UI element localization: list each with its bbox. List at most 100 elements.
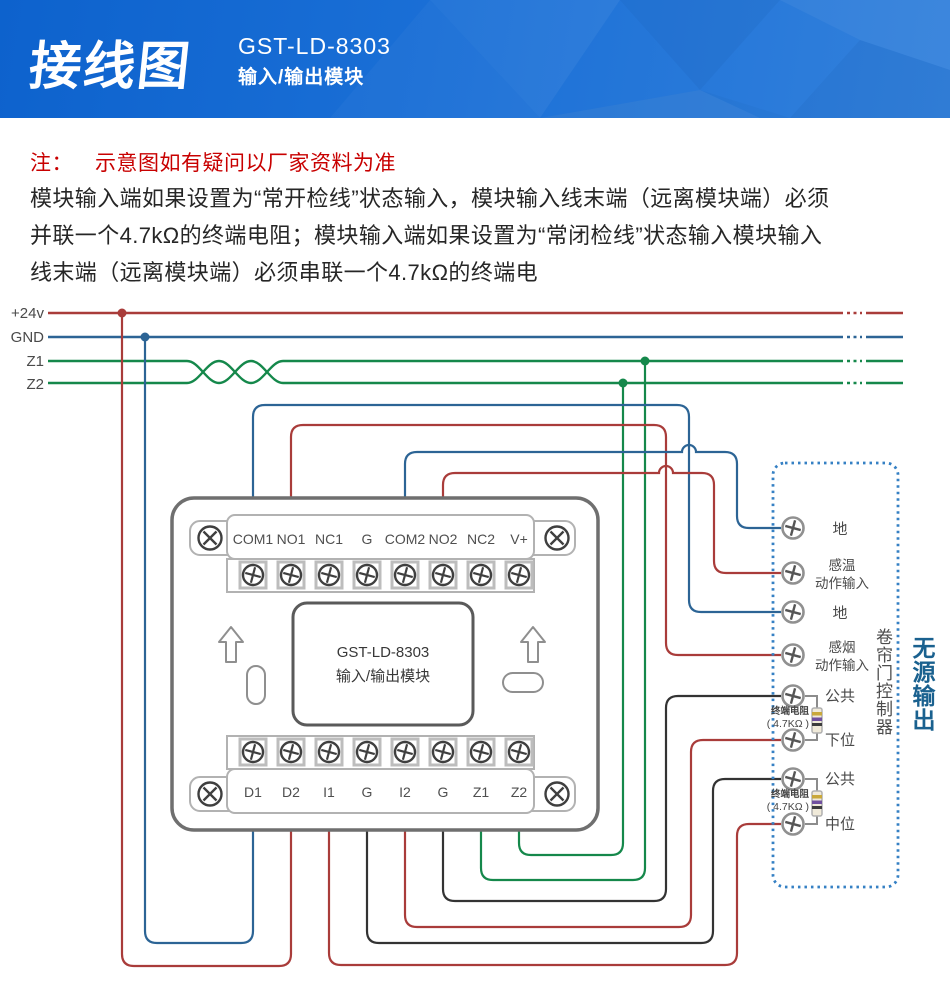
- bottom-label-box: [226, 768, 535, 814]
- bus-label-z1: Z1: [26, 353, 44, 370]
- ctl-label-temp: 感温: [829, 557, 856, 573]
- slot-right: [502, 672, 544, 693]
- resistor1-label: 终端电阻: [770, 705, 810, 717]
- note-body-line-2: 并联一个4.7kΩ的终端电阻；模块输入端如果设置为“常闭检线”状态输入模块输入: [30, 223, 823, 248]
- roller-door-controller: 地 感温 动作输入 地 感烟 动作输入 公共 下位 公共 中位 终端电阻 ( 4…: [767, 461, 900, 889]
- ctl-label-lower: 下位: [825, 732, 855, 749]
- io-module: COM1 NO1 NC1 G COM2 NO2 NC2 V+ GST-LD-83…: [170, 496, 600, 832]
- bus-label-z2: Z2: [26, 376, 44, 393]
- terminal-label-nc1: NC1: [315, 531, 343, 547]
- up-arrow-left-icon: [218, 626, 244, 663]
- terminal-label-z2: Z2: [511, 784, 528, 800]
- screw-nc2: [466, 560, 496, 590]
- wire-z1-bus-to-z1: [479, 361, 647, 882]
- model-subtitle: 输入/输出模块: [238, 67, 365, 88]
- ctl-label-common2: 公共: [825, 771, 855, 788]
- wire-gnd-to-d1: [143, 337, 255, 945]
- header-facet-pattern: [430, 0, 950, 118]
- wire-i2-to-lower-position: [403, 738, 781, 929]
- ctl-label-ground1: 地: [832, 521, 847, 538]
- resistor1-value: ( 4.7KΩ ): [767, 718, 809, 730]
- slot-left: [246, 665, 266, 705]
- ctl-screw-lower: [781, 728, 805, 752]
- controller-name-vertical: 卷帘门控制器: [873, 628, 892, 736]
- controller-dashed-box: [771, 461, 900, 889]
- terminal-label-d2: D2: [282, 784, 300, 800]
- bus-label-gnd: GND: [11, 329, 45, 346]
- module-name-line2: 输入/输出模块: [336, 668, 430, 685]
- terminal-resistor-1: 终端电阻 ( 4.7KΩ ): [767, 695, 823, 741]
- screw-z1: [466, 737, 496, 767]
- ctl-label-smoke-2: 动作输入: [815, 658, 869, 673]
- ctl-label-temp-2: 动作输入: [815, 576, 869, 591]
- note-prefix: 注：: [30, 152, 73, 175]
- screw-g-top: [352, 560, 382, 590]
- terminal-label-g-top: G: [362, 531, 373, 547]
- bus-lines: +24v GND Z1 Z2: [11, 305, 903, 393]
- ctl-screw-smoke-input: [781, 643, 805, 667]
- screw-nc1: [314, 560, 344, 590]
- terminal-label-g1: G: [362, 784, 373, 800]
- bus-z1-z2-twisted-pair: [48, 359, 903, 385]
- wire-i1-to-middle-position: [327, 822, 781, 967]
- wire-z2-bus-to-z2: [517, 383, 625, 857]
- bus-label-24v: +24v: [11, 305, 44, 322]
- terminal-label-i1: I1: [323, 784, 335, 800]
- screw-g2: [428, 737, 458, 767]
- ctl-screw-middle: [781, 812, 805, 836]
- screw-no2: [428, 560, 458, 590]
- screw-i2: [390, 737, 420, 767]
- wire-com1-to-ground2: [251, 403, 781, 614]
- model-number: GST-LD-8303: [238, 33, 391, 59]
- mount-screw-bottom-right: [544, 781, 570, 807]
- screw-com2: [390, 560, 420, 590]
- screw-i1: [314, 737, 344, 767]
- header-banner: 接线图 GST-LD-8303 输入/输出模块: [0, 0, 950, 118]
- terminal-label-com1: COM1: [233, 531, 274, 547]
- module-name-line1: GST-LD-8303: [337, 644, 430, 661]
- note-warning-line: 注：示意图如有疑问以厂家资料为准: [30, 147, 396, 177]
- passive-output-label: 无源输出: [909, 636, 935, 732]
- mount-screw-bottom-left: [197, 781, 223, 807]
- terminal-resistor-2: 终端电阻 ( 4.7KΩ ): [767, 778, 823, 825]
- wire-g1-to-common2: [365, 777, 781, 945]
- terminal-label-vplus: V+: [510, 531, 528, 547]
- ctl-screw-common1: [781, 684, 805, 708]
- ctl-label-middle: 中位: [825, 816, 855, 833]
- ctl-label-ground2: 地: [832, 605, 847, 622]
- screw-d2: [276, 737, 306, 767]
- terminal-label-no2: NO2: [429, 531, 458, 547]
- terminal-label-i2: I2: [399, 784, 411, 800]
- screw-vplus: [504, 560, 534, 590]
- wire-com2-to-ground1: [403, 443, 781, 530]
- wire-no1-to-smoke-input: [289, 423, 781, 657]
- module-name-box: [291, 601, 475, 727]
- resistor2-value: ( 4.7KΩ ): [767, 801, 809, 813]
- ctl-label-smoke: 感烟: [829, 639, 856, 655]
- note-body-line-1: 模块输入端如果设置为“常开检线”状态输入，模块输入线末端（远离模块端）必须: [30, 186, 830, 211]
- terminal-label-g2: G: [438, 784, 449, 800]
- mount-screw-top-right: [544, 525, 570, 551]
- wire-no2-to-temp-input: [441, 464, 781, 575]
- wires: [120, 313, 781, 968]
- resistor2-label: 终端电阻: [770, 788, 810, 800]
- screw-com1: [238, 560, 268, 590]
- terminal-label-nc2: NC2: [467, 531, 495, 547]
- terminal-label-d1: D1: [244, 784, 262, 800]
- ctl-screw-temp-input: [781, 561, 805, 585]
- screw-d1: [238, 737, 268, 767]
- up-arrow-right-icon: [520, 626, 546, 663]
- screw-g1: [352, 737, 382, 767]
- screw-no1: [276, 560, 306, 590]
- screw-z2: [504, 737, 534, 767]
- terminal-label-no1: NO1: [277, 531, 306, 547]
- wire-g2-to-common1: [441, 694, 781, 903]
- mount-screw-top-left: [197, 525, 223, 551]
- terminal-label-com2: COM2: [385, 531, 426, 547]
- ctl-screw-ground2: [781, 600, 805, 624]
- ctl-screw-common2: [781, 767, 805, 791]
- wire-24v-to-d2: [120, 313, 293, 968]
- note-body-line-3: 线末端（远离模块端）必须串联一个4.7kΩ的终端电: [30, 260, 539, 285]
